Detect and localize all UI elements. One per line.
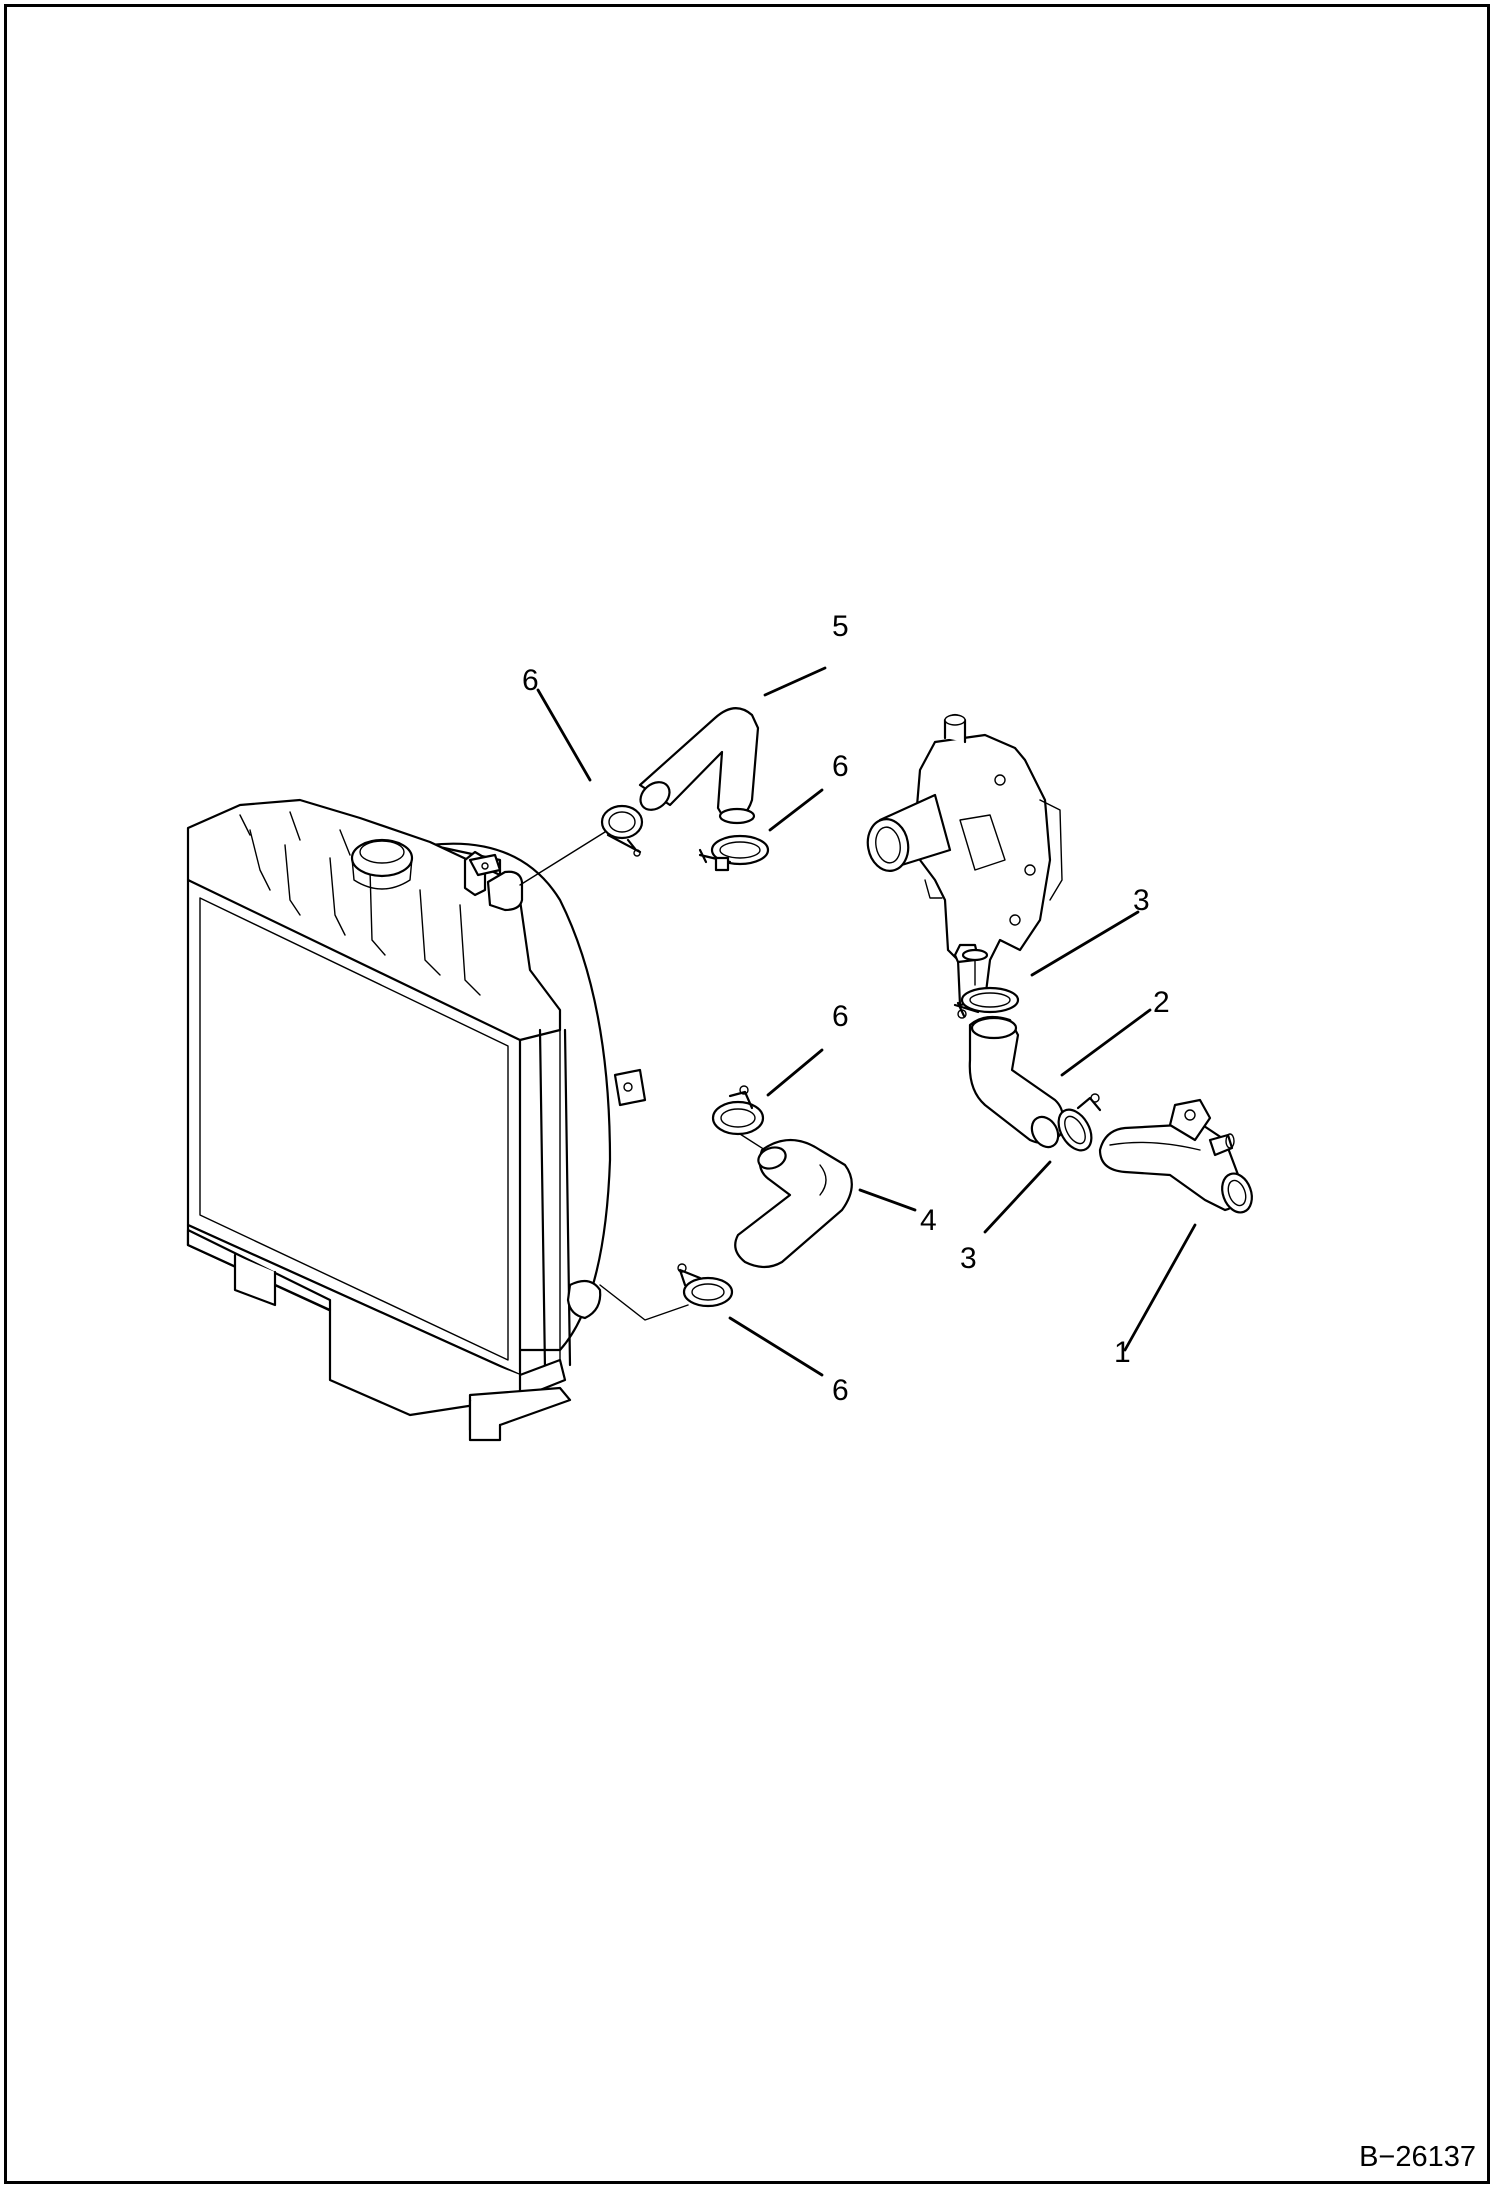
hose-clamp-upper-right <box>698 834 770 872</box>
water-outlet-pipe <box>1098 1098 1253 1214</box>
leader-lines <box>536 666 1197 1377</box>
upper-radiator-hose <box>638 707 760 825</box>
callout-6-bottom: 6 <box>832 1374 849 1407</box>
callout-5: 5 <box>832 610 849 643</box>
hose-clamp-outlet <box>1057 1093 1102 1152</box>
upper-inlet-neck <box>486 870 524 912</box>
radiator <box>186 798 647 1442</box>
callout-3-lower: 3 <box>960 1242 977 1275</box>
hose-clamp-upper-left <box>600 804 644 857</box>
page-border <box>4 4 1490 2184</box>
callout-6-upper-right: 6 <box>832 750 849 783</box>
water-pump <box>866 713 1063 1007</box>
callout-3-upper: 3 <box>1133 884 1150 917</box>
lower-outlet-neck <box>566 1279 602 1320</box>
hose-clamp-lower-bottom <box>677 1263 734 1308</box>
pump-hose <box>968 1015 1065 1149</box>
hose-clamp-lower-top <box>711 1085 765 1136</box>
hose-clamp-pump <box>953 986 1020 1019</box>
callout-6-upper-left: 6 <box>522 664 539 697</box>
callout-6-lower-top: 6 <box>832 1000 849 1033</box>
document-number: B−26137 <box>1359 2141 1476 2173</box>
callout-4: 4 <box>920 1204 937 1237</box>
lower-radiator-hose <box>734 1139 853 1269</box>
callout-2: 2 <box>1153 986 1170 1019</box>
callout-labels: 6 5 6 3 2 6 4 3 1 6 <box>522 610 1170 1407</box>
callout-1: 1 <box>1114 1336 1131 1369</box>
